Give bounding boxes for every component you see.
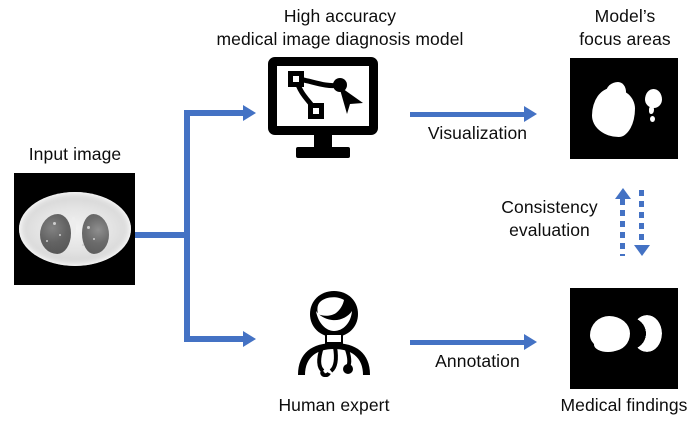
model-title-label: High accuracy medical image diagnosis mo… [216, 6, 464, 49]
ct-speck [92, 238, 95, 240]
visualization-arrow-line [410, 112, 525, 117]
findings-blob-right-crescent [632, 315, 662, 352]
human-expert-icon [288, 287, 380, 378]
human-expert-label: Human expert [278, 395, 390, 415]
medical-findings-image [570, 288, 678, 389]
ct-speck [58, 234, 61, 236]
ct-lung-right [81, 214, 109, 254]
branch-arrowhead-top [243, 105, 256, 121]
annotation-arrow-line [410, 340, 525, 345]
consistency-evaluation-label: Consistency evaluation [501, 197, 598, 240]
visualization-label: Visualization [427, 123, 528, 143]
input-image-label: Input image [28, 144, 122, 164]
ct-mediastinum [70, 217, 76, 235]
branch-stem-horizontal [135, 232, 190, 238]
ct-speck [45, 240, 48, 242]
consistency-dashed-line-down [639, 190, 644, 245]
monitor-bezier-icon [268, 57, 378, 159]
consistency-arrowhead-down [634, 245, 650, 256]
input-scan-image [14, 173, 135, 285]
ct-speck [81, 244, 84, 246]
focus-blob-speck [650, 116, 655, 122]
focus-blob-large-lobe [606, 82, 626, 100]
doctor-with-stethoscope-icon [298, 291, 370, 378]
branch-arrowhead-bottom [243, 331, 256, 347]
focus-blob-small [645, 89, 662, 108]
visualization-arrowhead [524, 106, 537, 122]
ct-body-outline [18, 192, 131, 266]
findings-blob-left-lower [594, 340, 622, 352]
monitor-neck [314, 133, 332, 149]
branch-arm-bottom [184, 336, 244, 342]
ct-lung-left [39, 214, 71, 254]
monitor-base [296, 147, 350, 158]
branch-trunk-vertical [184, 110, 190, 342]
branch-arm-top [184, 110, 244, 116]
model-focus-image [570, 58, 678, 159]
monitor-screen [268, 57, 378, 135]
consistency-dashed-line-up [620, 199, 625, 256]
annotation-arrowhead [524, 334, 537, 350]
focus-blob-small-tail [649, 106, 654, 114]
focus-areas-title-label: Model’s focus areas [579, 6, 671, 49]
pen-tool-curve-icon [288, 71, 363, 119]
ct-speck [52, 222, 56, 225]
consistency-arrowhead-up [615, 188, 631, 199]
annotation-label: Annotation [435, 351, 520, 371]
medical-findings-label: Medical findings [560, 395, 688, 415]
ct-speck [86, 226, 90, 229]
